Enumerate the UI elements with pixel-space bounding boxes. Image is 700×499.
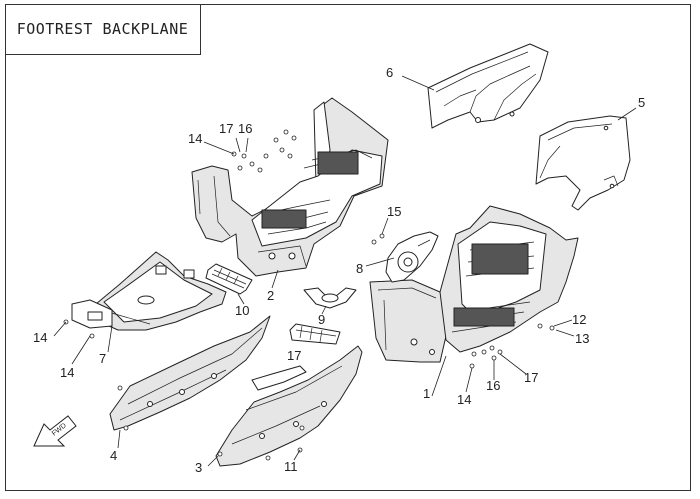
callout-17-upper: 17 xyxy=(219,121,234,136)
callout-15: 15 xyxy=(387,204,402,219)
callout-4: 4 xyxy=(110,448,118,463)
callout-1: 1 xyxy=(423,386,431,401)
callout-16-right: 16 xyxy=(486,378,501,393)
callout-11: 11 xyxy=(284,459,298,474)
leader-lines xyxy=(53,75,637,467)
callout-14-lower: 14 xyxy=(60,365,75,380)
callout-16-upper: 16 xyxy=(238,121,253,136)
callout-12: 12 xyxy=(572,312,587,327)
callout-17-mid: 17 xyxy=(287,348,302,363)
callout-14-left: 14 xyxy=(33,330,48,345)
callout-2: 2 xyxy=(267,288,275,303)
callout-13: 13 xyxy=(575,331,590,346)
drawing-frame xyxy=(5,4,691,491)
fwd-arrow-logo: FWD xyxy=(33,415,77,447)
fasteners xyxy=(63,129,555,461)
callout-5: 5 xyxy=(638,95,646,110)
part-4-left-step-panel xyxy=(109,315,271,431)
diagram-title: FOOTREST BACKPLANE xyxy=(16,20,189,38)
part-2-left-footrest xyxy=(191,97,389,277)
callout-8: 8 xyxy=(356,261,364,276)
part-10-grille-panel xyxy=(205,263,253,295)
part-5-side-fender xyxy=(535,115,631,211)
part-17-grille-panel xyxy=(289,323,341,345)
callout-7: 7 xyxy=(99,351,107,366)
callout-14-right: 14 xyxy=(457,392,472,407)
part-9-small-bracket xyxy=(303,287,357,309)
callout-17-right: 17 xyxy=(524,370,539,385)
callout-3: 3 xyxy=(195,460,203,475)
part-1-right-footrest xyxy=(369,205,579,363)
title-box: FOOTREST BACKPLANE xyxy=(5,4,201,55)
callout-10: 10 xyxy=(235,303,250,318)
callout-9: 9 xyxy=(318,312,326,327)
part-6-side-panel xyxy=(427,43,549,129)
callout-6: 6 xyxy=(386,65,394,80)
callout-14-upper: 14 xyxy=(188,131,203,146)
part-7-floor-panel xyxy=(71,251,227,331)
part-3-right-step-panel xyxy=(215,345,363,467)
part-8-bracket xyxy=(385,231,439,283)
